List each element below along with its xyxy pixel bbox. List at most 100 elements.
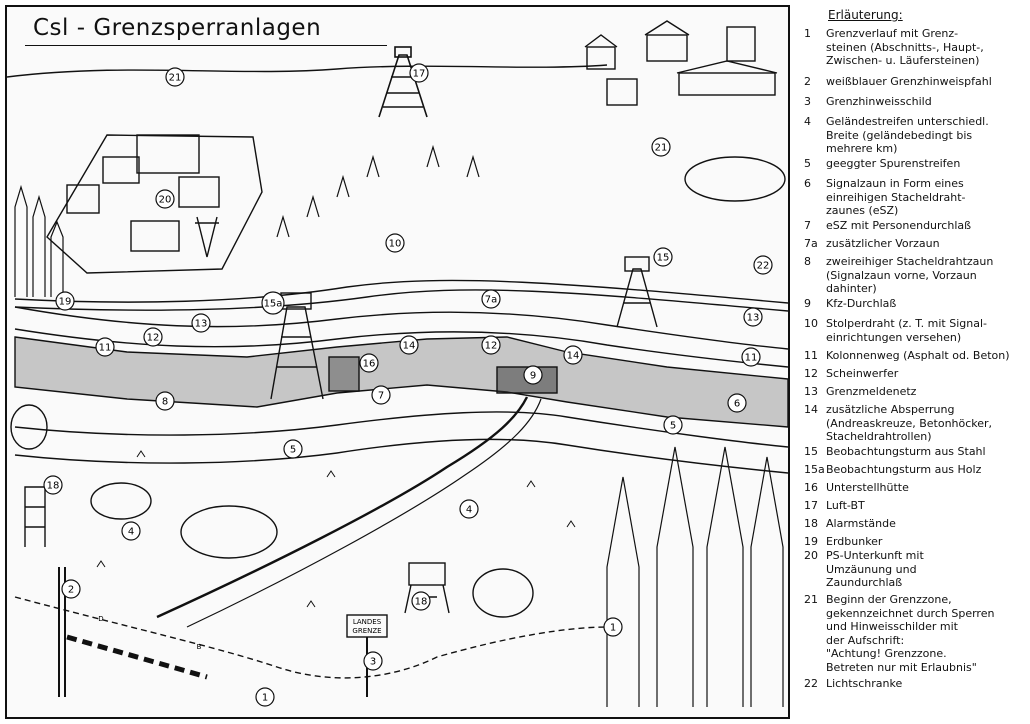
callout-marker: 20: [155, 189, 175, 209]
callout-marker: 11: [95, 337, 115, 357]
alarm-wire: [14, 279, 788, 304]
callout-marker: 3: [363, 651, 383, 671]
callout-number: 17: [413, 69, 426, 80]
callout-number: 4: [128, 527, 134, 538]
bush: [472, 568, 534, 618]
legend-item-text: Erdbunker: [826, 535, 883, 548]
air-watchtower: [378, 46, 428, 118]
legend-item-number: 18: [804, 517, 818, 530]
far-hill: [7, 64, 608, 78]
callout-circle: [43, 475, 63, 495]
callout-circle: [371, 385, 391, 405]
legend-item-number: 21: [804, 593, 818, 606]
callout-number: 6: [734, 399, 740, 410]
legend-item-number: 4: [804, 115, 811, 128]
callout-marker: 17: [409, 63, 429, 83]
raked-strip: [14, 411, 788, 448]
legend-item-number: 22: [804, 677, 818, 690]
callout-circle: [653, 247, 673, 267]
callout-marker: 2: [61, 579, 81, 599]
callout-number: 4: [466, 505, 472, 516]
legend-item-text: Kfz-Durchlaß: [826, 297, 897, 310]
bush: [180, 505, 278, 559]
callout-circle: [363, 651, 383, 671]
grass-marks: [96, 450, 576, 608]
stone-letter: B: [197, 643, 202, 651]
legend-item-number: 19: [804, 535, 818, 548]
callout-circle: [663, 415, 683, 435]
raked-strip-edge: [14, 438, 788, 474]
legend-item-text: Beobachtungsturm aus Holz: [826, 463, 982, 476]
callout-marker: 21: [165, 67, 185, 87]
legend-heading: Erläuterung:: [828, 8, 903, 22]
legend-item-number: 1: [804, 27, 811, 40]
legend-item-number: 15: [804, 445, 818, 458]
callout-circle: [411, 591, 431, 611]
legend-item-text: Grenzverlauf mit Grenz- steinen (Abschni…: [826, 27, 984, 67]
callout-number: 11: [745, 353, 758, 364]
landscape-scene: LANDES GRENZE D B 211720211015221915a7a1…: [7, 20, 788, 707]
callout-marker: 19: [55, 291, 75, 311]
dirt-path-2: [186, 398, 542, 628]
callout-marker: 15: [653, 247, 673, 267]
callout-marker: 14: [399, 335, 419, 355]
callout-number: 12: [485, 341, 498, 352]
callout-marker: 11: [741, 347, 761, 367]
forest-left: [14, 144, 480, 297]
callout-marker: 12: [481, 335, 501, 355]
callout-number: 13: [195, 319, 208, 330]
callout-circle: [143, 327, 163, 347]
callout-circle: [55, 291, 75, 311]
legend-item-text: Grenzmeldenetz: [826, 385, 917, 398]
callout-number: 11: [99, 343, 112, 354]
legend-item-number: 9: [804, 297, 811, 310]
forest-right: [606, 446, 784, 707]
signal-fence-band: [14, 336, 788, 428]
alarm-wire-2: [14, 289, 788, 312]
callout-marker: 10: [385, 233, 405, 253]
callout-number: 2: [68, 585, 74, 596]
callout-circle: [191, 313, 211, 333]
legend-item-text: eSZ mit Personendurchlaß: [826, 219, 972, 232]
callout-number: 21: [655, 143, 668, 154]
callout-circle: [283, 439, 303, 459]
legend-item-text: zusätzlicher Vorzaun: [826, 237, 940, 250]
legend-item-text: Beobachtungsturm aus Stahl: [826, 445, 986, 458]
callout-circle: [481, 335, 501, 355]
legend-item-number: 11: [804, 349, 818, 362]
callout-number: 1: [262, 693, 268, 704]
callout-circle: [359, 353, 379, 373]
callout-number: 19: [59, 297, 72, 308]
callout-number: 5: [290, 445, 296, 456]
callout-marker: 4: [459, 499, 479, 519]
legend-item-number: 5: [804, 157, 811, 170]
legend-item-text: Luft-BT: [826, 499, 865, 512]
callout-marker: 12: [143, 327, 163, 347]
legend-item-text: Lichtschranke: [826, 677, 903, 690]
callout-marker: 6: [727, 393, 747, 413]
callout-marker: 9: [523, 365, 543, 385]
callout-circle: [727, 393, 747, 413]
legend-item-text: Beginn der Grenzzone, gekennzeichnet dur…: [826, 593, 995, 674]
callout-number: 22: [757, 261, 770, 272]
border-barrier: [66, 634, 208, 680]
callout-marker: 1: [255, 687, 275, 707]
legend-item-number: 8: [804, 255, 811, 268]
callout-number: 18: [415, 597, 428, 608]
callout-circle: [481, 289, 501, 309]
steel-tower: [616, 256, 658, 328]
callout-marker: 21: [651, 137, 671, 157]
callout-circle: [651, 137, 671, 157]
callout-marker: 7: [371, 385, 391, 405]
ps-camp: [46, 134, 263, 274]
callout-number: 9: [530, 371, 536, 382]
callout-marker: 7a: [481, 289, 501, 309]
callout-marker: 18: [411, 591, 431, 611]
callout-circle: [95, 337, 115, 357]
legend-item-number: 3: [804, 95, 811, 108]
callout-marker: 14: [563, 345, 583, 365]
alarm-post-left: [24, 486, 46, 547]
shelter-hut: [328, 356, 360, 392]
callout-number: 14: [403, 341, 416, 352]
